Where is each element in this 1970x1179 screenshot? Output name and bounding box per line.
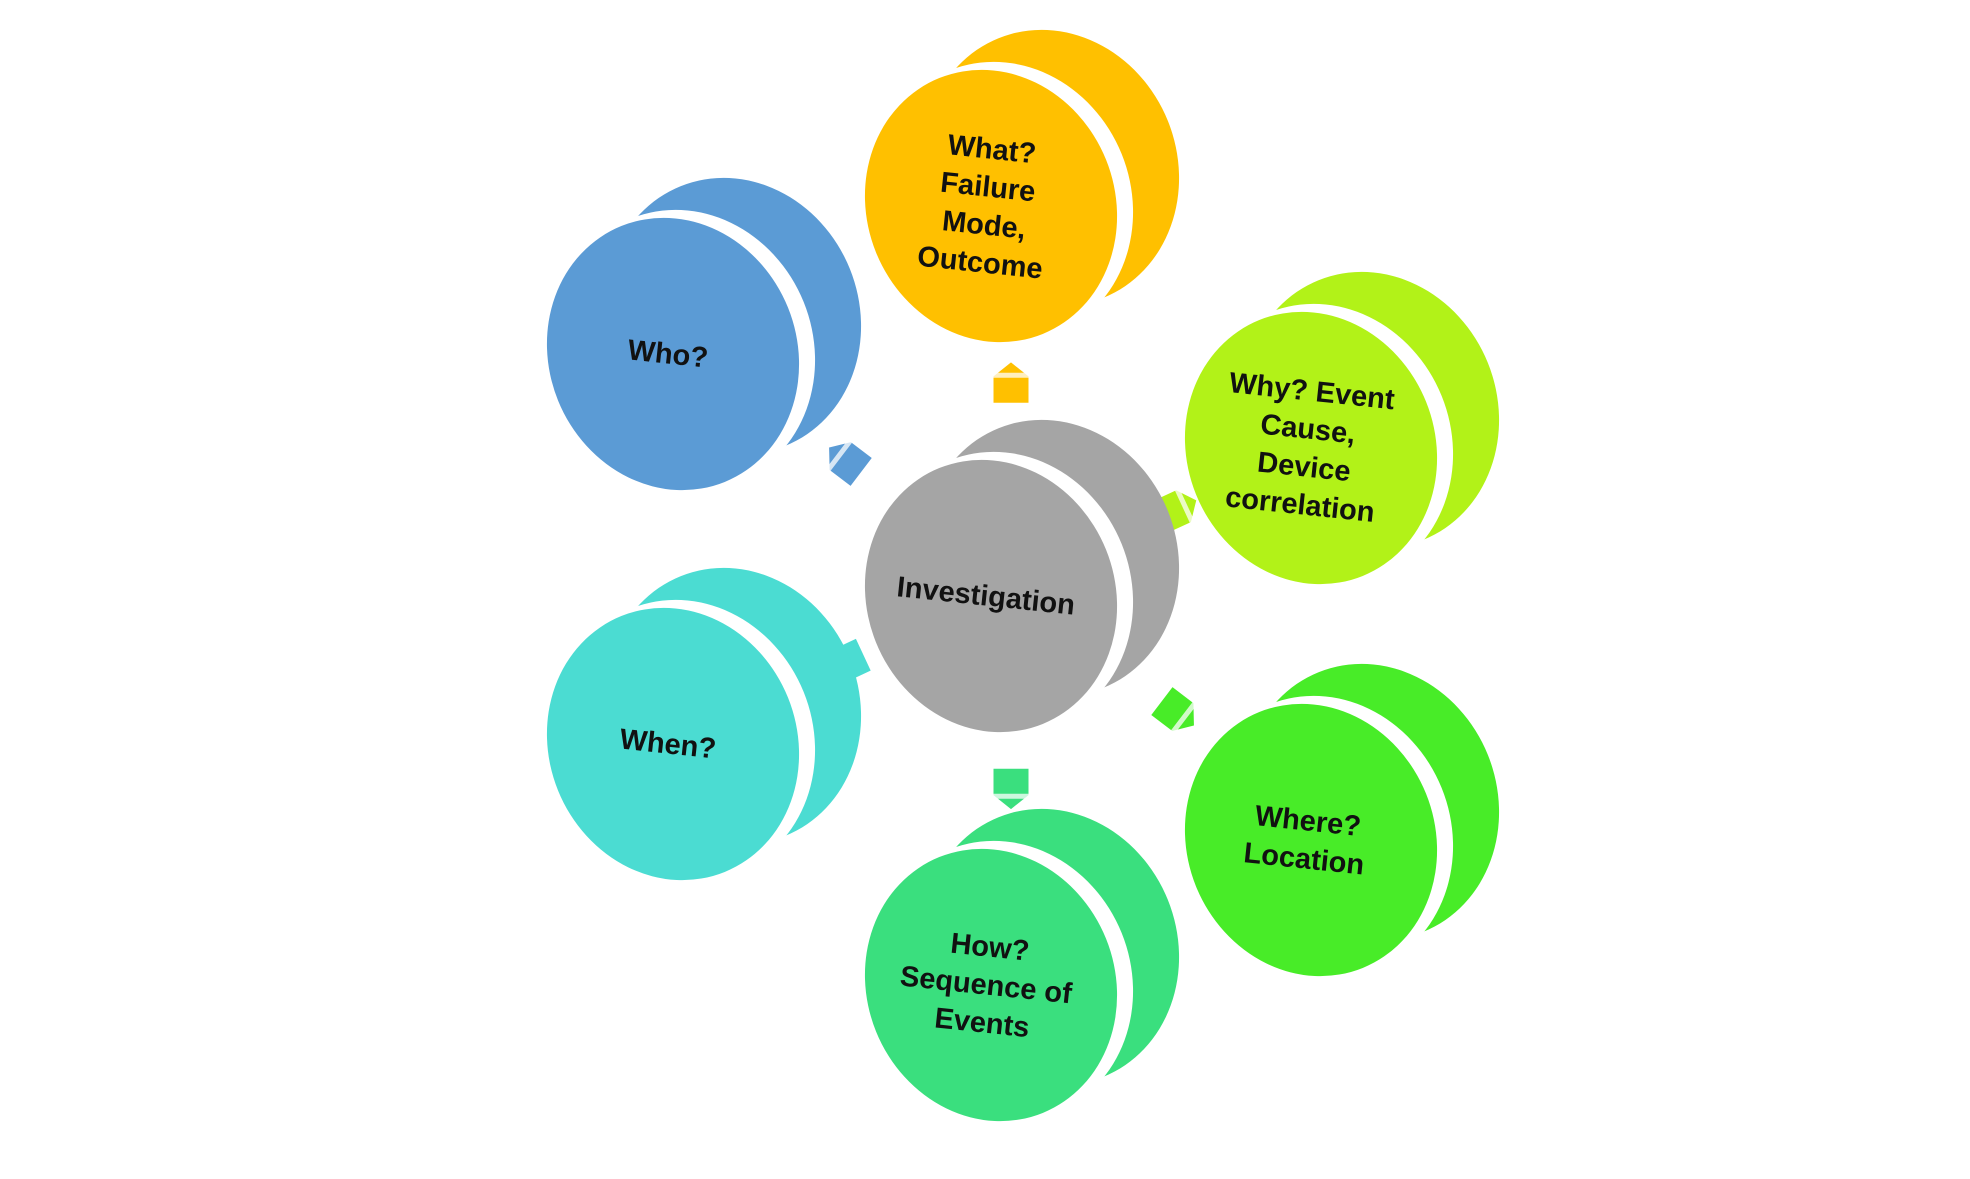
node-why-face bbox=[1184, 311, 1438, 585]
node-where: Where?Location bbox=[1184, 663, 1500, 977]
arrow-where-icon bbox=[1144, 680, 1200, 738]
node-when: When? bbox=[546, 567, 862, 881]
node-who-face bbox=[546, 217, 800, 491]
node-where-face bbox=[1184, 703, 1438, 977]
center-node-investigation-face bbox=[864, 459, 1118, 733]
node-who: Who? bbox=[546, 177, 862, 491]
arrow-how-icon bbox=[983, 763, 1039, 816]
center-node-investigation: Investigation bbox=[864, 419, 1180, 733]
node-how-face bbox=[864, 848, 1118, 1122]
node-when-face bbox=[546, 607, 800, 881]
node-what-face bbox=[864, 69, 1118, 343]
arrow-who-icon bbox=[823, 435, 879, 493]
arrow-what-icon bbox=[983, 355, 1039, 408]
